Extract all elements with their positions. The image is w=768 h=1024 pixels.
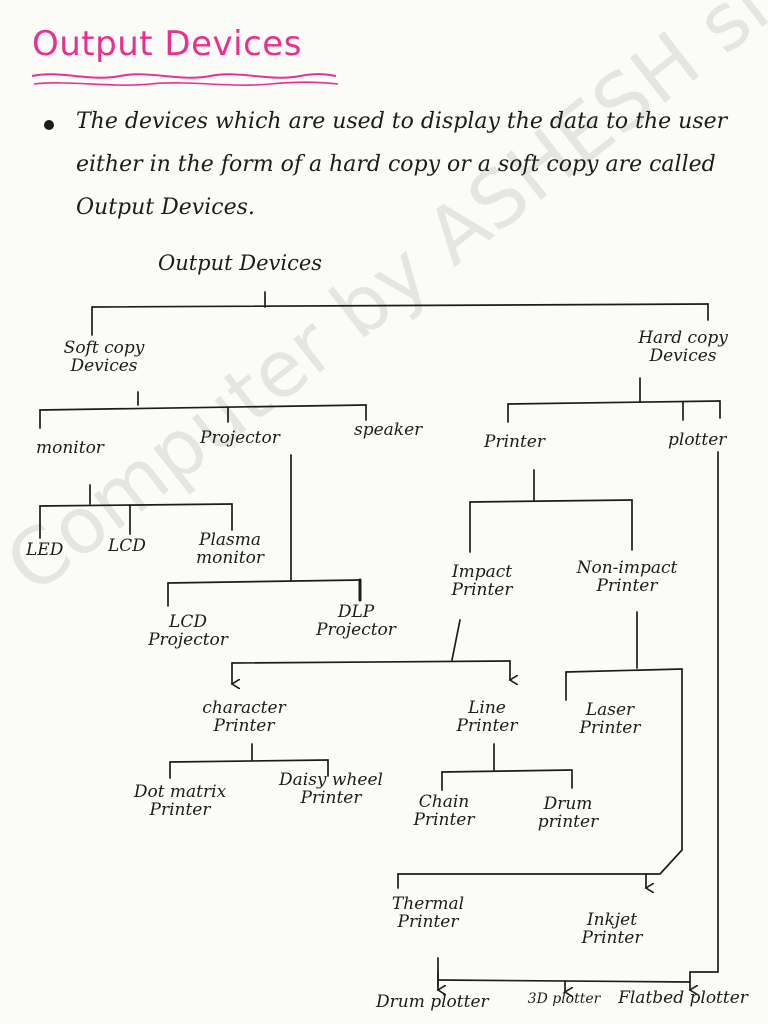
node-inkjet-printer: Inkjet Printer	[581, 910, 643, 948]
node-lcd-projector: LCD Projector	[148, 612, 228, 650]
node-lcd: LCD	[108, 536, 146, 556]
bullet-dot	[44, 120, 54, 130]
node-thermal-printer: Thermal Printer	[391, 894, 465, 932]
node-hard-copy: Hard copy Devices	[638, 328, 728, 366]
node-plotter: plotter	[668, 430, 727, 450]
node-speaker: speaker	[354, 420, 423, 440]
node-monitor: monitor	[36, 438, 104, 458]
node-printer: Printer	[484, 432, 545, 452]
node-chain-printer: Chain Printer	[413, 792, 475, 830]
page-title: Output Devices	[32, 24, 302, 64]
node-projector: Projector	[200, 428, 280, 448]
node-drum-printer: Drum printer	[537, 794, 599, 832]
node-soft-copy: Soft copy Devices	[63, 338, 145, 376]
node-impact-printer: Impact Printer	[451, 562, 513, 600]
node-drum-plotter: Drum plotter	[376, 992, 489, 1012]
node-plasma-monitor: Plasma monitor	[196, 530, 264, 568]
node-3d-plotter: 3D plotter	[527, 991, 601, 1007]
node-dot-matrix-printer: Dot matrix Printer	[133, 782, 227, 820]
node-non-impact-printer: Non-impact Printer	[576, 558, 678, 596]
node-flatbed-plotter: Flatbed plotter	[618, 988, 748, 1008]
node-line-printer: Line Printer	[456, 698, 518, 736]
node-output-devices: Output Devices	[158, 251, 323, 275]
node-dlp-projector: DLP Projector	[316, 602, 396, 640]
node-laser-printer: Laser Printer	[579, 700, 641, 738]
node-character-printer: character Printer	[202, 698, 286, 736]
title-underline	[31, 73, 337, 79]
node-daisy-wheel-printer: Daisy wheel Printer	[279, 770, 383, 808]
node-led: LED	[26, 540, 64, 560]
intro-text: The devices which are used to display th…	[76, 109, 728, 220]
